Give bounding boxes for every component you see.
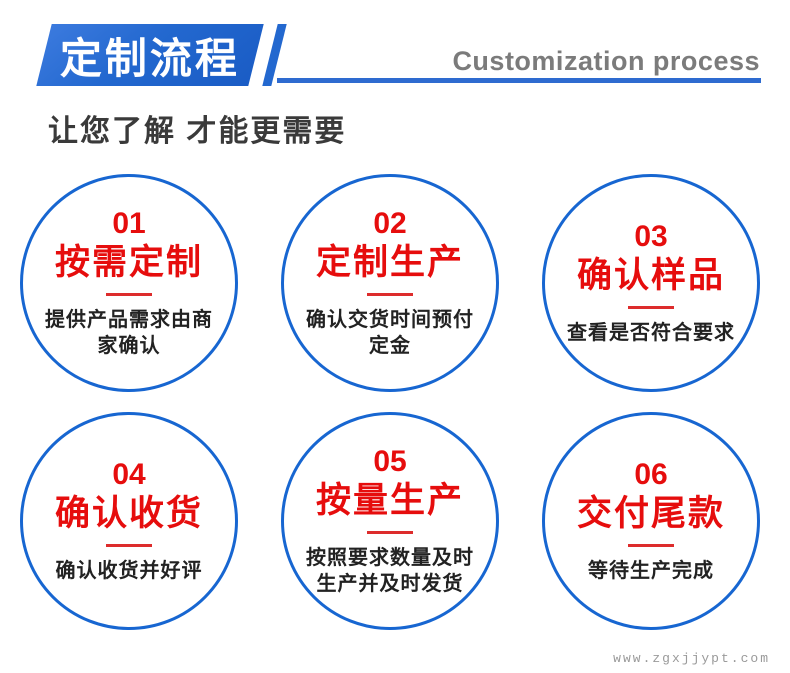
step-number: 04 (112, 458, 146, 491)
banner-ribbon: 定制流程 (36, 24, 264, 86)
step-title: 确认收货 (54, 494, 203, 533)
step-circle-6: 06 交付尾款 等待生产完成 (542, 412, 760, 630)
header-underline (277, 78, 761, 83)
steps-grid: 01 按需定制 提供产品需求由商家确认 02 定制生产 确认交货时间预付定金 0… (20, 174, 760, 630)
step-description: 按照要求数量及时生产并及时发货 (306, 547, 474, 595)
step-description: 提供产品需求由商家确认 (45, 309, 213, 357)
step-divider (628, 544, 674, 547)
step-circle-2: 02 定制生产 确认交货时间预付定金 (281, 174, 499, 392)
banner-slash-decoration (262, 24, 287, 86)
step-number: 02 (373, 207, 407, 240)
step-divider (106, 293, 152, 296)
step-number: 01 (112, 207, 146, 240)
banner-title: 定制流程 (59, 34, 240, 82)
step-circle-3: 03 确认样品 查看是否符合要求 (542, 174, 760, 392)
header-tagline: 让您了解 才能更需要 (48, 115, 347, 148)
step-description: 等待生产完成 (588, 560, 714, 582)
step-divider (367, 293, 413, 296)
step-title: 确认样品 (576, 256, 725, 295)
step-number: 05 (373, 445, 407, 478)
step-title: 定制生产 (315, 243, 464, 282)
step-divider (106, 544, 152, 547)
step-number: 03 (634, 220, 668, 253)
header-subtitle-english: Customization process (452, 46, 760, 76)
step-divider (628, 306, 674, 309)
step-circle-5: 05 按量生产 按照要求数量及时生产并及时发货 (281, 412, 499, 630)
step-title: 按量生产 (315, 481, 464, 520)
step-number: 06 (634, 458, 668, 491)
step-description: 确认交货时间预付定金 (306, 309, 474, 357)
step-title: 按需定制 (54, 243, 203, 282)
step-divider (367, 531, 413, 534)
website-watermark: www.zgxjjypt.com (613, 651, 770, 666)
step-circle-1: 01 按需定制 提供产品需求由商家确认 (20, 174, 238, 392)
step-title: 交付尾款 (576, 494, 725, 533)
step-description: 查看是否符合要求 (567, 322, 735, 344)
step-circle-4: 04 确认收货 确认收货并好评 (20, 412, 238, 630)
step-description: 确认收货并好评 (55, 560, 203, 582)
